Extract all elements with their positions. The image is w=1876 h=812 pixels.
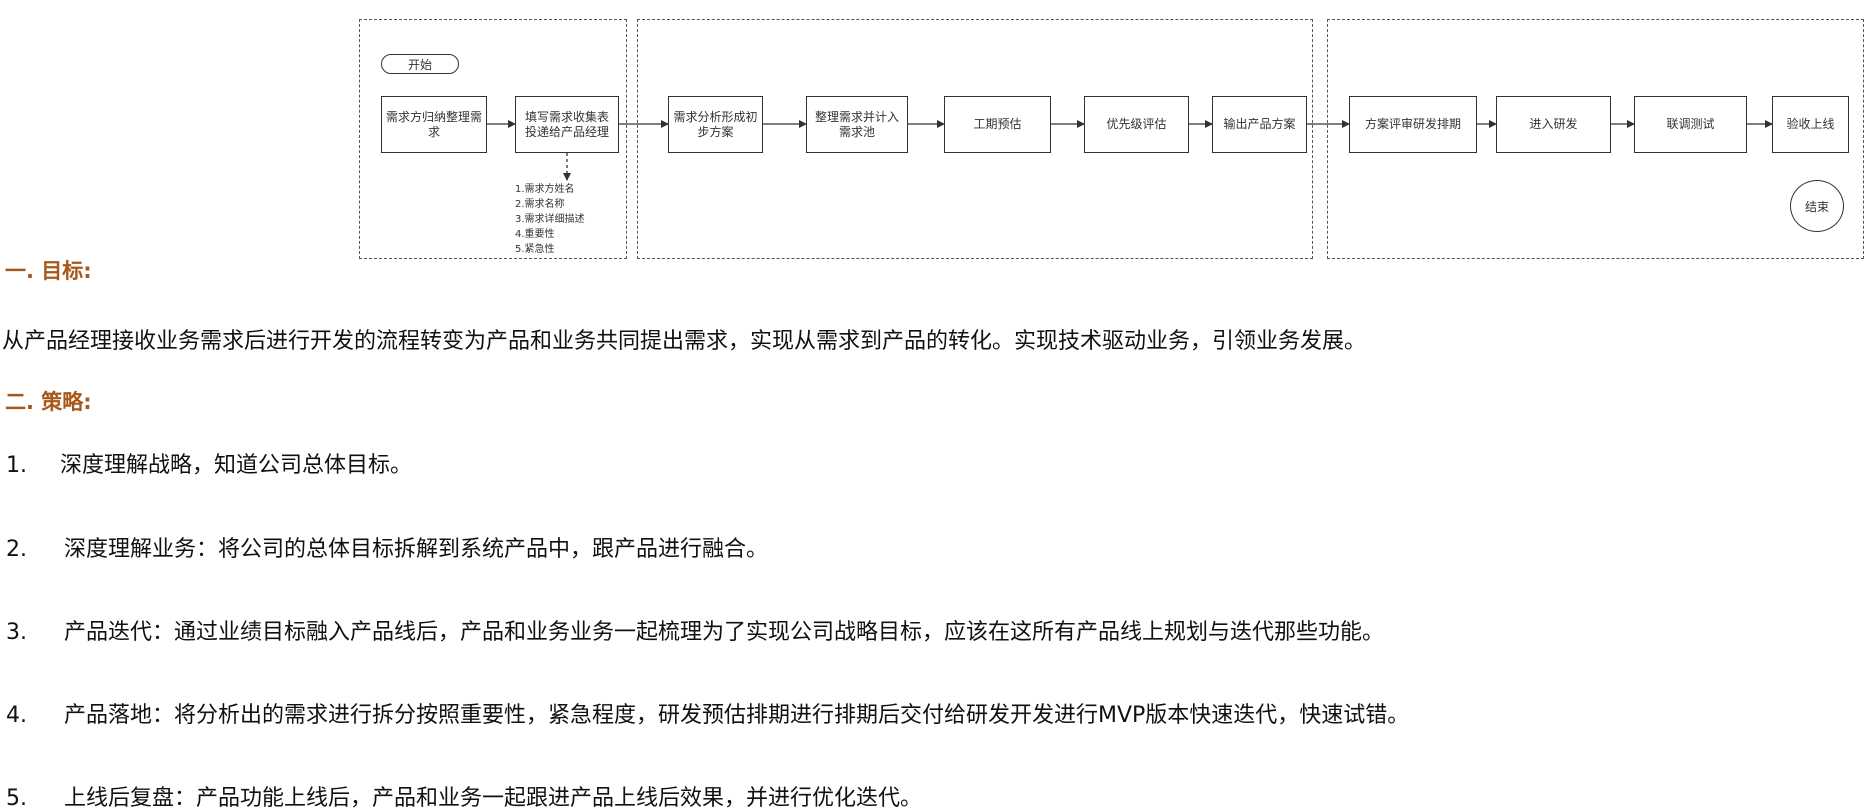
flow-node: 验收上线	[1772, 96, 1849, 153]
form-fields-note: 1.需求方姓名 2.需求名称 3.需求详细描述 4.重要性 5.紧急性	[515, 182, 585, 257]
flow-group-collection	[359, 19, 627, 259]
strategy-item: 1. 深度理解战略，知道公司总体目标。	[6, 447, 412, 479]
form-field-item: 4.重要性	[515, 229, 555, 240]
form-field-item: 2.需求名称	[515, 199, 565, 210]
strategy-item: 3. 产品迭代：通过业绩目标融入产品线后，产品和业务业务一起梳理为了实现公司战略目…	[6, 614, 1384, 646]
section-heading-goal: 一. 目标:	[5, 259, 92, 283]
strategy-item: 5. 上线后复盘：产品功能上线后，产品和业务一起跟进产品上线后效果，并进行优化迭代…	[6, 780, 922, 812]
flow-group-analysis	[637, 19, 1313, 259]
flow-node: 填写需求收集表投递给产品经理	[515, 96, 619, 153]
form-field-item: 1.需求方姓名	[515, 184, 575, 195]
list-text: 产品落地：将分析出的需求进行拆分按照重要性，紧急程度，研发预估排期进行排期后交付…	[64, 703, 1410, 728]
start-node: 开始	[381, 54, 459, 74]
strategy-item: 2. 深度理解业务：将公司的总体目标拆解到系统产品中，跟产品进行融合。	[6, 531, 768, 563]
list-number: 5.	[6, 786, 27, 811]
list-number: 1.	[6, 453, 27, 478]
flow-node: 输出产品方案	[1212, 96, 1307, 153]
flow-node: 进入研发	[1496, 96, 1611, 153]
flow-node: 工期预估	[944, 96, 1051, 153]
list-text: 产品迭代：通过业绩目标融入产品线后，产品和业务业务一起梳理为了实现公司战略目标，…	[64, 620, 1385, 645]
list-number: 2.	[6, 537, 27, 562]
list-number: 3.	[6, 620, 27, 645]
flow-node: 需求方归纳整理需求	[381, 96, 487, 153]
list-text: 深度理解战略，知道公司总体目标。	[60, 453, 413, 478]
section-heading-strategy: 二. 策略:	[5, 390, 92, 414]
list-number: 4.	[6, 703, 27, 728]
form-field-item: 5.紧急性	[515, 244, 555, 255]
strategy-item: 4. 产品落地：将分析出的需求进行拆分按照重要性，紧急程度，研发预估排期进行排期后…	[6, 697, 1409, 729]
flow-group-delivery	[1327, 19, 1864, 259]
list-text: 上线后复盘：产品功能上线后，产品和业务一起跟进产品上线后效果，并进行优化迭代。	[64, 786, 923, 811]
flow-node: 联调测试	[1634, 96, 1747, 153]
flow-node: 需求分析形成初步方案	[668, 96, 763, 153]
process-flowchart: 开始 需求方归纳整理需求 填写需求收集表投递给产品经理 需求分析形成初步方案 整…	[0, 0, 1876, 265]
goal-paragraph: 从产品经理接收业务需求后进行开发的流程转变为产品和业务共同提出需求，实现从需求到…	[2, 329, 1367, 354]
form-field-item: 3.需求详细描述	[515, 214, 585, 225]
end-node: 结束	[1790, 180, 1844, 232]
flow-node: 整理需求并计入需求池	[806, 96, 908, 153]
list-text: 深度理解业务：将公司的总体目标拆解到系统产品中，跟产品进行融合。	[64, 537, 769, 562]
flow-node: 方案评审研发排期	[1349, 96, 1477, 153]
flow-node: 优先级评估	[1084, 96, 1189, 153]
flow-arrows	[486, 120, 1773, 181]
